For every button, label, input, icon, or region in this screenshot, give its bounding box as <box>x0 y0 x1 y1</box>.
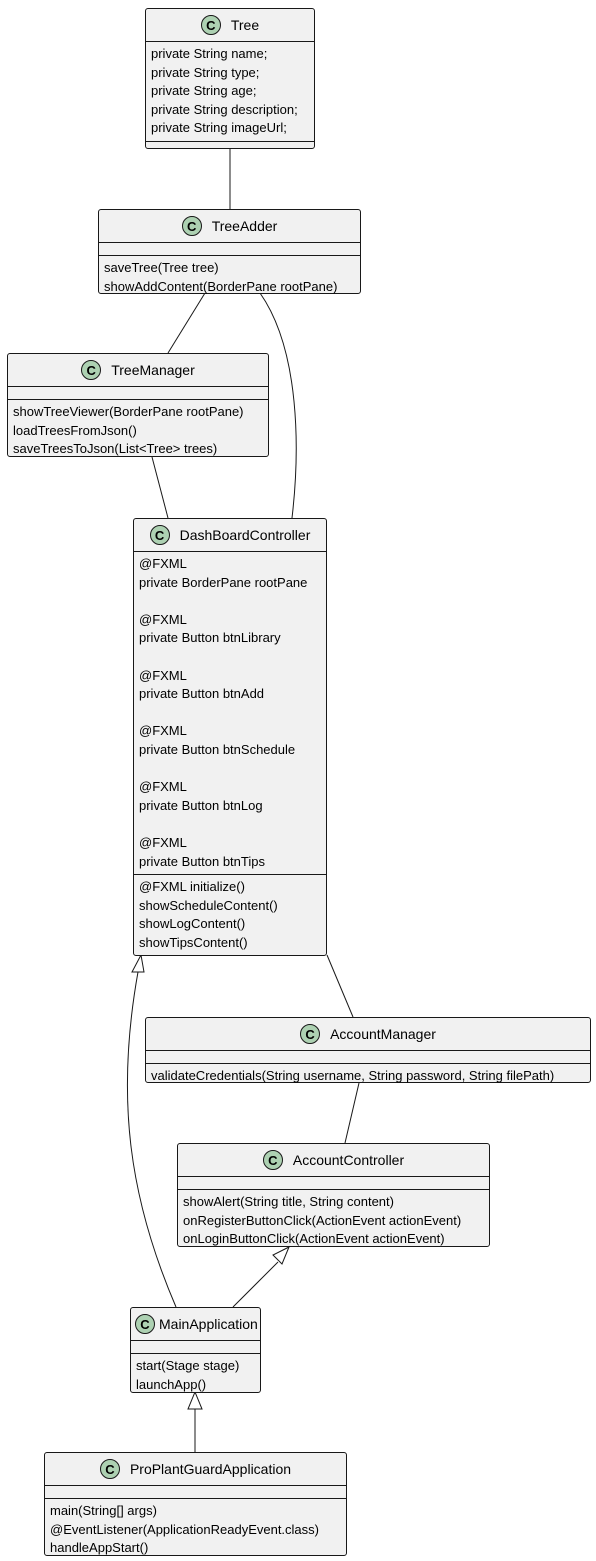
methods-section: saveTree(Tree tree) showAddContent(Borde… <box>99 255 360 299</box>
methods-section: showAlert(String title, String content) … <box>178 1189 489 1252</box>
field: private Button btnLog <box>139 797 263 813</box>
edge-accountmanager-accountcontroller <box>344 1082 360 1144</box>
method: showTreeViewer(BorderPane rootPane) <box>13 404 244 419</box>
field-annotation: @FXML <box>139 723 187 739</box>
field: private Button btnTips <box>139 853 265 869</box>
fields-section <box>99 242 360 255</box>
class-icon: C <box>81 360 102 380</box>
method: showAddContent(BorderPane rootPane) <box>104 278 338 294</box>
method: showLogContent() <box>139 916 246 932</box>
class-name: ProPlantGuardApplication <box>129 1461 292 1477</box>
method: @FXML initialize() <box>139 879 245 895</box>
class-header: C DashBoardController <box>134 519 326 551</box>
class-header: C AccountController <box>178 1144 489 1176</box>
class-icon: C <box>262 1150 283 1170</box>
method: showTipsContent() <box>139 934 248 950</box>
fields-section <box>178 1176 489 1189</box>
method: handleAppStart() <box>50 1540 149 1556</box>
field: private String age; <box>151 83 257 99</box>
class-name: AccountManager <box>330 1026 436 1042</box>
field-annotation: @FXML <box>139 779 187 795</box>
class-header: C TreeManager <box>8 354 268 386</box>
class-icon: C <box>300 1024 321 1044</box>
method: onRegisterButtonClick(ActionEvent action… <box>183 1212 462 1228</box>
class-header: C MainApplication <box>131 1308 260 1340</box>
class-name: AccountController <box>292 1152 405 1168</box>
edge-treeadder-dashboard <box>259 292 297 519</box>
class-header: C AccountManager <box>146 1018 590 1050</box>
class-treemanager: C TreeManager showTreeViewer(BorderPane … <box>7 353 269 457</box>
field: private String name; <box>151 46 268 61</box>
class-header: C Tree <box>146 9 314 41</box>
field: private BorderPane rootPane <box>139 574 308 590</box>
class-mainapplication: C MainApplication start(Stage stage) lau… <box>130 1307 261 1393</box>
field: private Button btnAdd <box>139 686 265 702</box>
field-annotation: @FXML <box>139 611 187 627</box>
method: validateCredentials(String username, Str… <box>151 1068 555 1083</box>
field-annotation: @FXML <box>139 834 187 850</box>
class-icon: C <box>149 525 170 545</box>
class-icon: C <box>181 216 202 236</box>
method: main(String[] args) <box>50 1503 157 1518</box>
class-icon: C <box>99 1459 120 1479</box>
fields-section <box>146 1050 590 1063</box>
field: private String description; <box>151 101 298 117</box>
class-header: C ProPlantGuardApplication <box>45 1453 346 1485</box>
class-header: C TreeAdder <box>99 210 360 242</box>
method: saveTreesToJson(List<Tree> trees) <box>13 441 218 457</box>
method: @EventListener(ApplicationReadyEvent.cla… <box>50 1521 319 1537</box>
inheritance-arrowhead-accountcontroller <box>272 1245 290 1265</box>
edge-treemanager-dashboard <box>151 456 169 519</box>
methods-section: @FXML initialize() showScheduleContent()… <box>134 874 326 955</box>
field: private String imageUrl; <box>151 120 287 136</box>
class-name: TreeManager <box>111 362 195 378</box>
fields-section <box>131 1340 260 1353</box>
class-accountcontroller: C AccountController showAlert(String tit… <box>177 1143 490 1247</box>
class-name: TreeAdder <box>211 218 278 234</box>
inheritance-arrowhead-mainapp <box>187 1390 203 1410</box>
fields-section <box>8 386 268 399</box>
class-tree: C Tree private String name; private Stri… <box>145 8 315 149</box>
fields-section: @FXML private BorderPane rootPane @FXML … <box>134 551 326 874</box>
class-name: MainApplication <box>159 1316 258 1332</box>
fields-section <box>45 1485 346 1498</box>
class-accountmanager: C AccountManager validateCredentials(Str… <box>145 1017 591 1083</box>
methods-section: start(Stage stage) launchApp() <box>131 1353 260 1397</box>
method: start(Stage stage) <box>136 1358 240 1373</box>
fields-section: private String name; private String type… <box>146 41 314 141</box>
methods-section: main(String[] args) @EventListener(Appli… <box>45 1498 346 1561</box>
field: private Button btnSchedule <box>139 741 296 757</box>
edge-treeadder-treemanager <box>167 292 206 354</box>
edge-mainapp-dashboard <box>126 971 177 1308</box>
method: showAlert(String title, String content) <box>183 1194 394 1209</box>
class-treeadder: C TreeAdder saveTree(Tree tree) showAddC… <box>98 209 361 294</box>
edge-mainapp-accountcontroller <box>232 1261 279 1308</box>
field-annotation: @FXML <box>139 556 187 571</box>
field: private String type; <box>151 64 260 80</box>
class-name: Tree <box>230 17 260 33</box>
method: launchApp() <box>136 1376 207 1392</box>
method: onLoginButtonClick(ActionEvent actionEve… <box>183 1231 445 1247</box>
inheritance-arrowhead-dashboard <box>131 953 145 973</box>
method: loadTreesFromJson() <box>13 422 137 438</box>
field-annotation: @FXML <box>139 667 187 683</box>
class-icon: C <box>200 15 221 35</box>
methods-section <box>146 140 314 154</box>
edge-dashboard-accountmanager <box>326 954 354 1018</box>
class-proplantguardapplication: C ProPlantGuardApplication main(String[]… <box>44 1452 347 1556</box>
methods-section: validateCredentials(String username, Str… <box>146 1063 590 1089</box>
method: saveTree(Tree tree) <box>104 260 219 275</box>
methods-section: showTreeViewer(BorderPane rootPane) load… <box>8 399 268 462</box>
class-name: DashBoardController <box>179 527 311 543</box>
class-icon: C <box>135 1314 155 1334</box>
method: showScheduleContent() <box>139 897 278 913</box>
field: private Button btnLibrary <box>139 630 281 646</box>
class-dashboardcontroller: C DashBoardController @FXML private Bord… <box>133 518 327 956</box>
